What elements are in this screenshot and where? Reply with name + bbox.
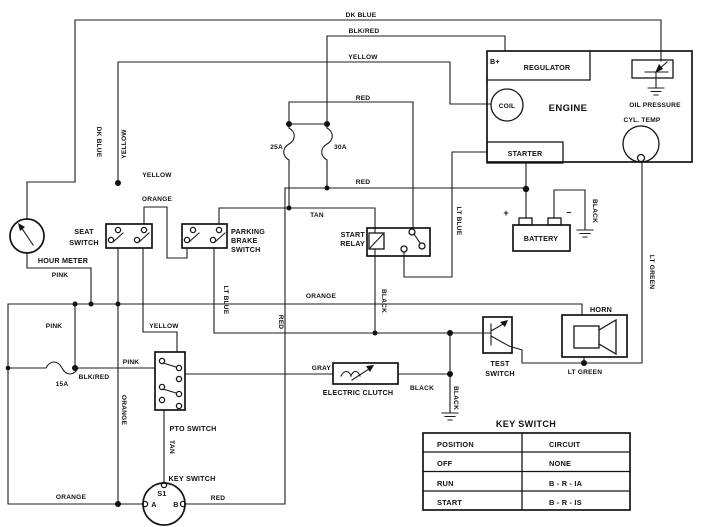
wire-label-pink-hour-meter: PINK: [52, 272, 69, 279]
start-relay-label-1: START: [341, 230, 366, 239]
wire-label-orange-horn: ORANGE: [306, 293, 337, 300]
seat-switch-label-1: SEAT: [74, 227, 94, 236]
wire-label-black-clutch: BLACK: [410, 385, 434, 392]
wire-label-lt-green-vert: LT GREEN: [648, 255, 655, 289]
arrow-icon: [655, 64, 663, 73]
table-header-circuit: CIRCUIT: [549, 440, 581, 449]
pto-switch-label: PTO SWITCH: [170, 424, 217, 433]
wire-label-gray-clutch: GRAY: [312, 365, 332, 372]
wire-label-blk-red-fuse: BLK/RED: [79, 374, 110, 381]
oil-pressure-switch: OIL PRESSURE: [629, 59, 681, 109]
key-switch: S1 A B KEY SWITCH: [141, 474, 216, 526]
coil: COIL: [490, 88, 524, 122]
fuse-25a-label: 25A: [270, 144, 283, 151]
ground-icon: [576, 229, 594, 238]
starter: STARTER: [486, 141, 564, 164]
cyl-temp-label: CYL. TEMP: [624, 117, 661, 124]
wire-label-dk-blue-top: DK BLUE: [346, 12, 377, 19]
ground-icon: [441, 412, 459, 421]
test-switch-label-1: TEST: [490, 359, 510, 368]
key-switch-table-title: KEY SWITCH: [496, 419, 556, 429]
key-switch-label: KEY SWITCH: [169, 474, 216, 483]
battery-minus: –: [566, 207, 571, 217]
parking-brake-label-3: SWITCH: [231, 245, 261, 254]
table-cell: RUN: [437, 479, 454, 488]
battery: BATTERY + –: [503, 207, 594, 252]
oil-pressure-label: OIL PRESSURE: [629, 102, 681, 109]
wire-label-lt-blue-parking: LT BLUE: [222, 286, 229, 315]
electric-clutch-label: ELECTRIC CLUTCH: [323, 388, 393, 397]
wire-label-red-key: RED: [211, 495, 226, 502]
ground-icon: [647, 87, 665, 96]
wire-label-red-engine: RED: [356, 95, 371, 102]
wire-label-lt-blue-relay: LT BLUE: [455, 207, 462, 236]
wire-label-yellow-top: YELLOW: [348, 54, 378, 61]
wire-label-orange-pto-vert: ORANGE: [120, 395, 127, 426]
wire-label-yellow-seat: YELLOW: [142, 172, 172, 179]
table-cell: OFF: [437, 459, 453, 468]
wire-label-black-battery: BLACK: [591, 199, 598, 223]
fuse-15a-label: 15A: [56, 381, 69, 388]
arrow-icon: [500, 320, 508, 327]
key-switch-b: B: [173, 500, 178, 509]
junction-dots: [5, 121, 587, 507]
key-switch-a: A: [151, 500, 156, 509]
wire-label-orange-seat: ORANGE: [142, 196, 173, 203]
wires: [7, 19, 662, 505]
table-cell: B - R - IS: [549, 498, 582, 507]
wire-label-lt-green-horn: LT GREEN: [568, 369, 602, 376]
table-cell: B - R - IA: [549, 479, 583, 488]
engine-label: ENGINE: [549, 103, 588, 114]
table-cell: START: [437, 498, 462, 507]
seat-switch-label-2: SWITCH: [69, 238, 99, 247]
hour-meter: HOUR METER: [9, 218, 89, 265]
engine-box: B+ REGULATOR COIL ENGINE OIL PRESSURE CY…: [486, 50, 693, 164]
starter-label: STARTER: [508, 149, 543, 158]
hour-meter-label: HOUR METER: [38, 256, 89, 265]
horn: HORN: [561, 305, 628, 358]
wire-label-red-battery: RED: [356, 179, 371, 186]
wire-label-dk-blue-vert: DK BLUE: [95, 127, 102, 158]
test-switch-label-2: SWITCH: [485, 369, 515, 378]
wire-label-orange-key: ORANGE: [56, 494, 87, 501]
wire-label-red-key-vert: RED: [277, 315, 284, 330]
coil-label: COIL: [499, 103, 516, 110]
horn-label: HORN: [590, 305, 612, 314]
wire-label-black-relay: BLACK: [380, 289, 387, 313]
wire-label-yellow-vert: YELLOW: [121, 129, 128, 159]
wire-label-tan-key-vert: TAN: [168, 440, 175, 454]
wire-label-blk-red-top: BLK/RED: [349, 28, 380, 35]
wire-label-pink-left: PINK: [46, 323, 63, 330]
battery-label: BATTERY: [524, 234, 559, 243]
start-relay: START RELAY: [340, 227, 431, 257]
parking-brake-label-1: PARKING: [231, 227, 265, 236]
seat-switch: SEAT SWITCH: [69, 223, 153, 249]
regulator-label: REGULATOR: [524, 63, 571, 72]
arrow-icon: [366, 365, 374, 372]
electric-clutch: ELECTRIC CLUTCH: [323, 362, 399, 397]
needle-icon: [18, 223, 25, 231]
regulator: B+ REGULATOR: [487, 51, 591, 81]
table-cell: NONE: [549, 459, 571, 468]
wire-label-tan-relay: TAN: [310, 212, 324, 219]
start-relay-label-2: RELAY: [340, 239, 365, 248]
parking-brake-label-2: BRAKE: [231, 236, 258, 245]
wire-label-pink-pto: PINK: [123, 359, 140, 366]
pto-switch: PTO SWITCH: [154, 351, 217, 433]
battery-plus: +: [503, 208, 508, 218]
fuse-30a-label: 30A: [334, 144, 347, 151]
b-plus-label: B+: [490, 57, 500, 66]
test-switch: TEST SWITCH: [482, 316, 523, 378]
key-switch-s1: S1: [157, 489, 166, 498]
cyl-temp-sensor: CYL. TEMP: [622, 117, 661, 163]
table-header-position: POSITION: [437, 440, 474, 449]
key-switch-table: KEY SWITCH POSITION CIRCUIT OFF NONE RUN…: [422, 419, 631, 511]
parking-brake-switch: PARKING BRAKE SWITCH: [181, 223, 265, 254]
wire-label-yellow-pto: YELLOW: [149, 323, 179, 330]
wire-label-black-ground: BLACK: [452, 386, 459, 410]
